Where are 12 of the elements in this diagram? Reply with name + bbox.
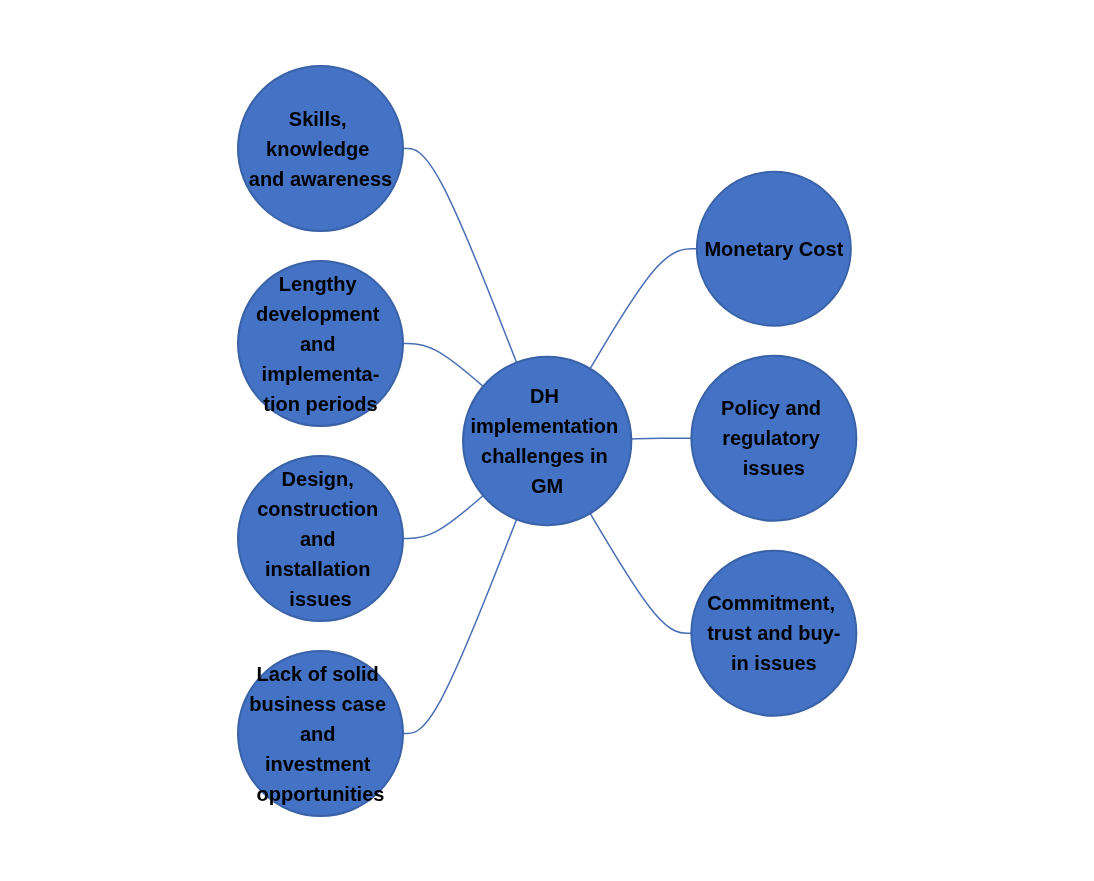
node-circle: Lengthy development and implementa-tion periods [236,259,404,427]
node-circle: Skills, knowledge and awareness [236,64,404,232]
node-circle: DH implementation challenges in GM [461,355,633,526]
connector [402,147,518,363]
connector [402,518,518,734]
node-circle: Monetary Cost [695,170,852,327]
connector [589,512,692,634]
node-circle: Commitment, trust and buy-in issues [690,549,858,717]
node-circle: Policy and regulatory issues [690,354,858,522]
connector [402,342,484,387]
node-circle: Design, construction and installation issues [236,454,404,622]
connector [402,494,484,539]
